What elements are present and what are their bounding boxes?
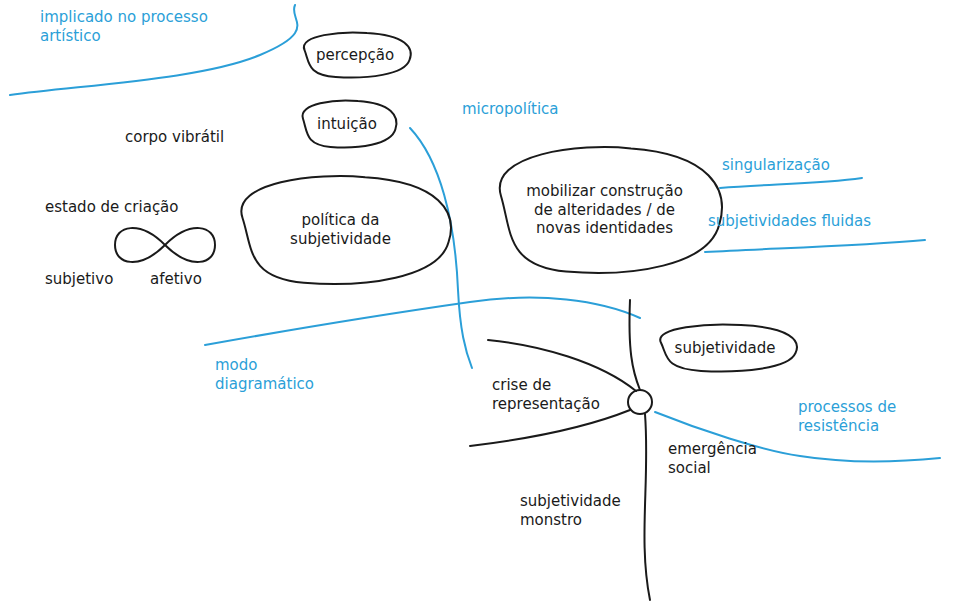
blue-note: subjetividades fluidas [708, 212, 871, 231]
black-note: emergência social [668, 440, 773, 478]
blob-node: política da subjetividade [218, 170, 463, 290]
black-note: crise de representação [492, 376, 622, 414]
black-note: afetivo [150, 270, 202, 289]
blue-note: singularização [722, 156, 830, 175]
blob-node: subjetividade [645, 322, 805, 374]
blue-stroke [205, 298, 640, 345]
blue-note: micropolítica [462, 100, 559, 119]
black-stroke [470, 410, 630, 446]
black-note: subjetivo [45, 270, 113, 289]
node-text: subjetividade [675, 339, 776, 358]
black-stroke [629, 300, 640, 390]
knot [628, 390, 652, 414]
blob-node: mobilizar construção de alteridades / de… [475, 140, 735, 280]
blue-stroke [10, 5, 297, 95]
blue-note: implicado no processo artístico [40, 8, 210, 46]
black-note: subjetividade monstro [520, 492, 615, 530]
node-text: intuição [317, 115, 377, 134]
node-text: política da subjetividade [260, 211, 420, 249]
node-text: mobilizar construção de alteridades / de… [520, 182, 690, 238]
black-stroke [644, 414, 650, 600]
infinity-symbol [115, 228, 215, 262]
black-note: estado de criação [45, 198, 179, 217]
black-note: corpo vibrátil [125, 128, 224, 147]
blob-node: intuição [292, 98, 402, 150]
node-text: percepção [316, 46, 394, 65]
blue-note: processos de resistência [798, 398, 948, 436]
blob-node: percepção [292, 30, 417, 80]
blue-note: modo diagramático [215, 356, 335, 394]
blue-stroke [410, 128, 472, 368]
blue-stroke [720, 178, 862, 188]
blue-stroke [705, 240, 925, 252]
